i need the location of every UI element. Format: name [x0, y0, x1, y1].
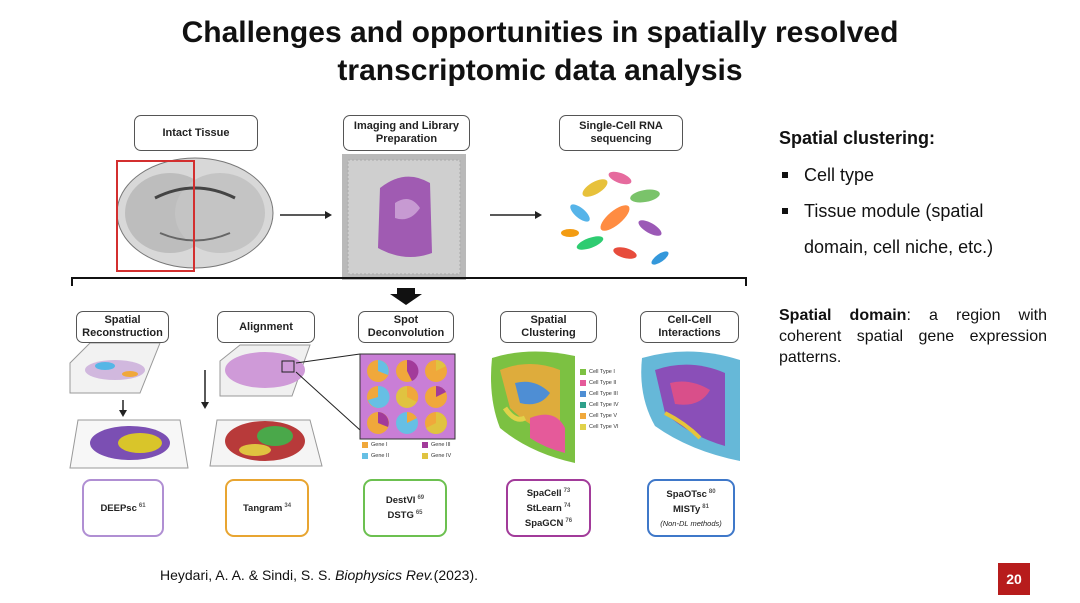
deconvolution-panel — [295, 353, 456, 440]
gene-legend-item: Gene II — [362, 453, 389, 459]
slide-title: Challenges and opportunities in spatiall… — [100, 14, 980, 90]
method-spatial-clustering: Spatial Clustering — [500, 311, 597, 343]
clustering-panel — [491, 351, 575, 463]
cell-type-legend-item: Cell Type III — [580, 391, 618, 397]
branch-bracket — [71, 277, 747, 286]
umap-clusters-image — [561, 171, 669, 265]
spatial-clustering-notes: Spatial clustering: Cell type Tissue mod… — [779, 128, 1049, 265]
tissue-slide-image — [342, 154, 466, 280]
step-intact-tissue: Intact Tissue — [134, 115, 258, 151]
bullet-item: Cell type — [779, 157, 1049, 193]
method-spatial-reconstruction: Spatial Reconstruction — [76, 311, 169, 343]
bullet-continuation: domain, cell niche, etc.) — [804, 237, 994, 257]
definition-term: Spatial domain — [779, 307, 907, 324]
cell-type-legend-item: Cell Type VI — [580, 424, 619, 430]
citation: Heydari, A. A. & Sindi, S. S. Biophysics… — [160, 567, 478, 583]
cell-type-legend-item: Cell Type I — [580, 369, 615, 375]
cell-type-legend-item: Cell Type IV — [580, 402, 619, 408]
citation-journal: Biophysics Rev. — [335, 567, 434, 583]
reconstruction-panel — [69, 342, 189, 469]
interaction-panel — [641, 351, 740, 461]
pie-chart-grid — [367, 359, 447, 434]
brain-section-image — [116, 157, 274, 272]
side-heading: Spatial clustering: — [779, 128, 936, 148]
side-bullet-list: Cell type Tissue module (spatial domain,… — [779, 157, 1049, 265]
alignment-panel — [201, 344, 323, 467]
citation-authors: Heydari, A. A. & Sindi, S. S. — [160, 567, 336, 583]
method-spot-deconvolution: Spot Deconvolution — [358, 311, 454, 343]
method-alignment: Alignment — [217, 311, 315, 343]
down-arrow — [390, 288, 422, 305]
non-dl-note: (Non-DL methods) — [660, 518, 722, 528]
title-line-2: transcriptomic data analysis — [337, 54, 743, 87]
method-cell-cell-interactions: Cell-Cell Interactions — [640, 311, 739, 343]
step-imaging-library: Imaging and Library Preparation — [343, 115, 470, 151]
cell-type-legend-item: Cell Type II — [580, 380, 616, 386]
gene-legend-item: Gene III — [422, 442, 451, 448]
definition-text: : a region with coherent spatial gene ex… — [779, 307, 1048, 366]
method-overview-figure: Intact Tissue Imaging and Library Prepar… — [60, 108, 760, 548]
cell-type-legend-item: Cell Type V — [580, 413, 617, 419]
spatial-domain-definition: Spatial domain: a region with coherent s… — [779, 305, 1047, 368]
figure-graphics — [69, 154, 747, 469]
title-line-1: Challenges and opportunities in spatiall… — [181, 16, 899, 49]
gene-legend-item: Gene I — [362, 442, 388, 448]
citation-year: (2023). — [433, 567, 479, 583]
step-single-cell-rna: Single-Cell RNA sequencing — [559, 115, 683, 151]
page-number: 20 — [998, 563, 1030, 595]
bullet-item: Tissue module (spatial — [779, 193, 1049, 229]
gene-legend-item: Gene IV — [422, 453, 451, 459]
